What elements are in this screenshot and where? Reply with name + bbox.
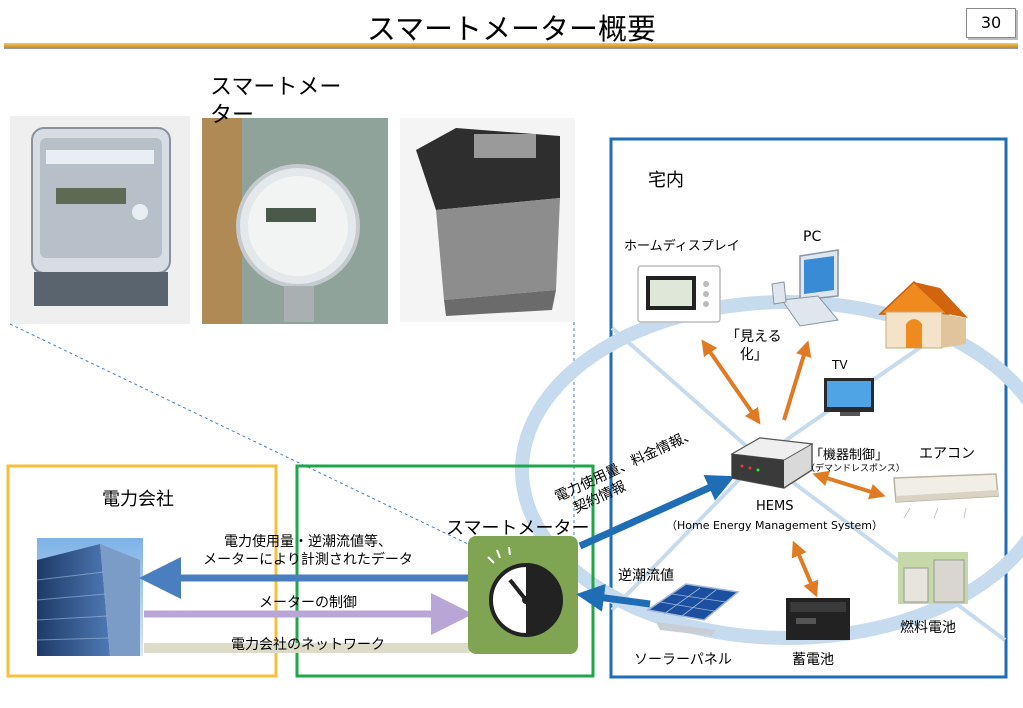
pc-icon: [771, 249, 839, 327]
title-underline: [4, 43, 1018, 48]
photos-caption-line-1: スマートメー: [210, 75, 342, 100]
meter-control-label: メーターの制御: [259, 595, 357, 611]
visualize-label: 「見える 化」: [726, 328, 782, 364]
measured-data-label-line-1: 電力使用量・逆潮流値等、: [224, 534, 392, 550]
home-display-label: ホームディスプレイ: [624, 239, 740, 254]
tv-label: TV: [832, 358, 848, 372]
smart-meter-box: [295, 464, 595, 678]
photo-guide-line-left: [9, 323, 471, 546]
home-label: 宅内: [648, 170, 684, 191]
house-icon: [878, 280, 968, 349]
battery-icon: [786, 598, 850, 640]
smart-meter-label: スマートメーター: [446, 518, 590, 539]
title-underline-shadow: [4, 48, 1018, 49]
home-display-icon: [637, 265, 721, 323]
pc-label: PC: [803, 229, 822, 245]
battery-label: 蓄電池: [792, 652, 834, 668]
visualize-label-line-2: 化」: [739, 347, 768, 363]
home-network-line: [610, 326, 762, 460]
aircon-icon: [893, 473, 999, 519]
reverse-flow-label: 逆潮流値: [618, 568, 674, 584]
measured-data-label: 電力使用量・逆潮流値等、 メーターにより計測されたデータ: [150, 533, 466, 569]
hems-info-arrow: [578, 474, 735, 550]
page-number: 30: [966, 8, 1016, 38]
meter-photo-1: [10, 116, 190, 324]
power-company-building: [36, 538, 143, 656]
smart-meter-icon: [468, 536, 578, 654]
demand-response-label: （デマンドレスポンス）: [806, 464, 905, 474]
hems-device-icon: [730, 437, 814, 489]
fuel-cell-label: 燃料電池: [900, 620, 956, 636]
hems-pc-arrow: [782, 340, 812, 421]
meter-photo-3: [400, 118, 575, 322]
hems-battery-arrow: [791, 540, 819, 598]
photos-caption-line-2: ター: [210, 103, 255, 128]
tv-icon: [824, 378, 874, 416]
slide-title: スマートメーター概要: [366, 12, 657, 46]
photos-caption: スマートメー ター: [210, 74, 341, 130]
aircon-label: エアコン: [919, 446, 975, 462]
home-network-line: [610, 456, 762, 612]
measured-data-label-line-2: メーターにより計測されたデータ: [203, 552, 413, 568]
hems-aircon-arrow: [812, 470, 886, 500]
solar-panel-label: ソーラーパネル: [634, 652, 732, 668]
device-control-label: 「機器制御」: [810, 448, 889, 463]
power-company-box: [6, 464, 278, 678]
visualize-label-line-1: 「見える: [726, 329, 782, 345]
power-network-label: 電力会社のネットワーク: [231, 637, 385, 653]
hems-full-name: （Home Energy Management System）: [666, 519, 883, 532]
solar-panel-icon: [646, 583, 740, 636]
hems-label: HEMS: [756, 499, 794, 514]
meter-photo-2: [202, 118, 388, 324]
home-network-line: [758, 456, 1007, 642]
reverse-flow-arrow: [576, 583, 651, 612]
power-company-label: 電力会社: [102, 489, 174, 510]
display-hems-arrow: [701, 339, 761, 425]
fuel-cell-icon: [898, 552, 968, 604]
